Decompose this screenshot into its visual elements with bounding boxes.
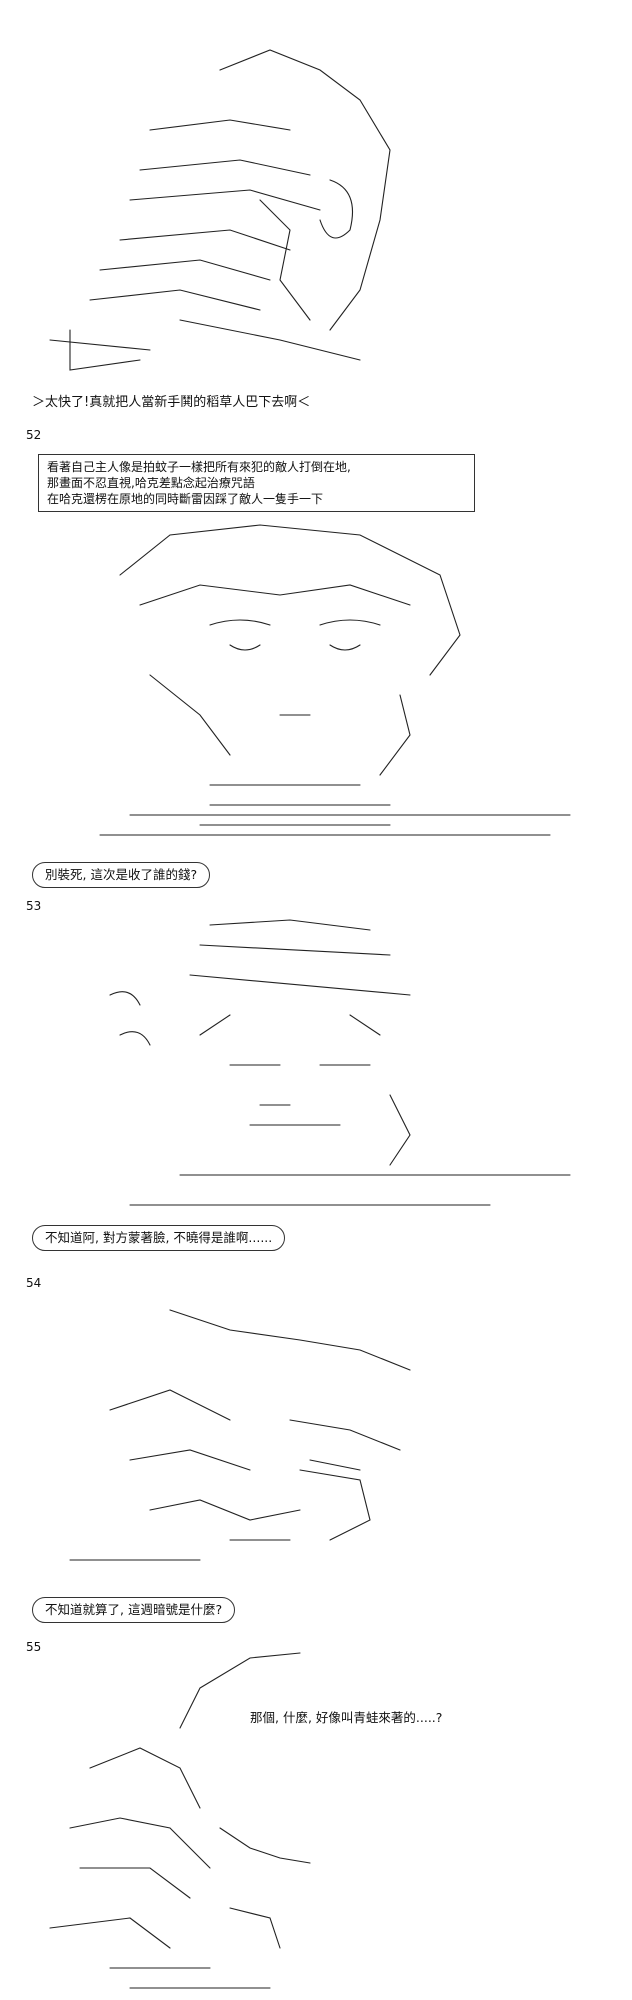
panel-52-number: 52 — [26, 428, 42, 442]
narration-line: 看著自己主人像是拍蚊子一樣把所有來犯的敵人打倒在地, — [47, 460, 351, 474]
character-hair-closeup-art — [69, 1309, 411, 1561]
panel-54-artwork — [30, 915, 610, 1215]
narration-box: 看著自己主人像是拍蚊子一樣把所有來犯的敵人打倒在地, 那畫面不忍直視,哈克差點念… — [38, 454, 475, 512]
panel-53-speech-bubble: 別裝死, 這次是收了誰的錢? — [32, 862, 211, 888]
character-face-art — [99, 524, 571, 836]
panel-56-artwork — [30, 1648, 610, 1998]
panel-55-speech-bubble: 不知道就算了, 這週暗號是什麼? — [32, 1597, 236, 1623]
narration-line: 那畫面不忍直視,哈克差點念起治療咒語 — [47, 476, 255, 490]
panel-55-number: 55 — [26, 1640, 42, 1654]
panel-53-artwork — [30, 515, 610, 845]
panel-53-number: 53 — [26, 899, 42, 913]
panel-54-number: 54 — [26, 1276, 42, 1290]
panel-52-artwork — [30, 40, 610, 390]
character-sideprofile-art — [49, 1652, 311, 1989]
narration-line: 在哈克還楞在原地的同時斷雷因踩了敵人一隻手一下 — [47, 492, 324, 506]
character-hair-art — [49, 49, 391, 371]
character-angry-art — [109, 919, 571, 1206]
panel-52-shout: ＞太快了!真就把人當新手鬨的稻草人巴下去啊＜ — [32, 395, 311, 410]
panel-56-speech: 那個, 什麼, 好像叫青蛙來著的.....? — [250, 1710, 443, 1725]
panel-55-artwork — [30, 1290, 610, 1570]
panel-54-speech-bubble: 不知道阿, 對方蒙著臉, 不曉得是誰啊...... — [32, 1225, 286, 1251]
